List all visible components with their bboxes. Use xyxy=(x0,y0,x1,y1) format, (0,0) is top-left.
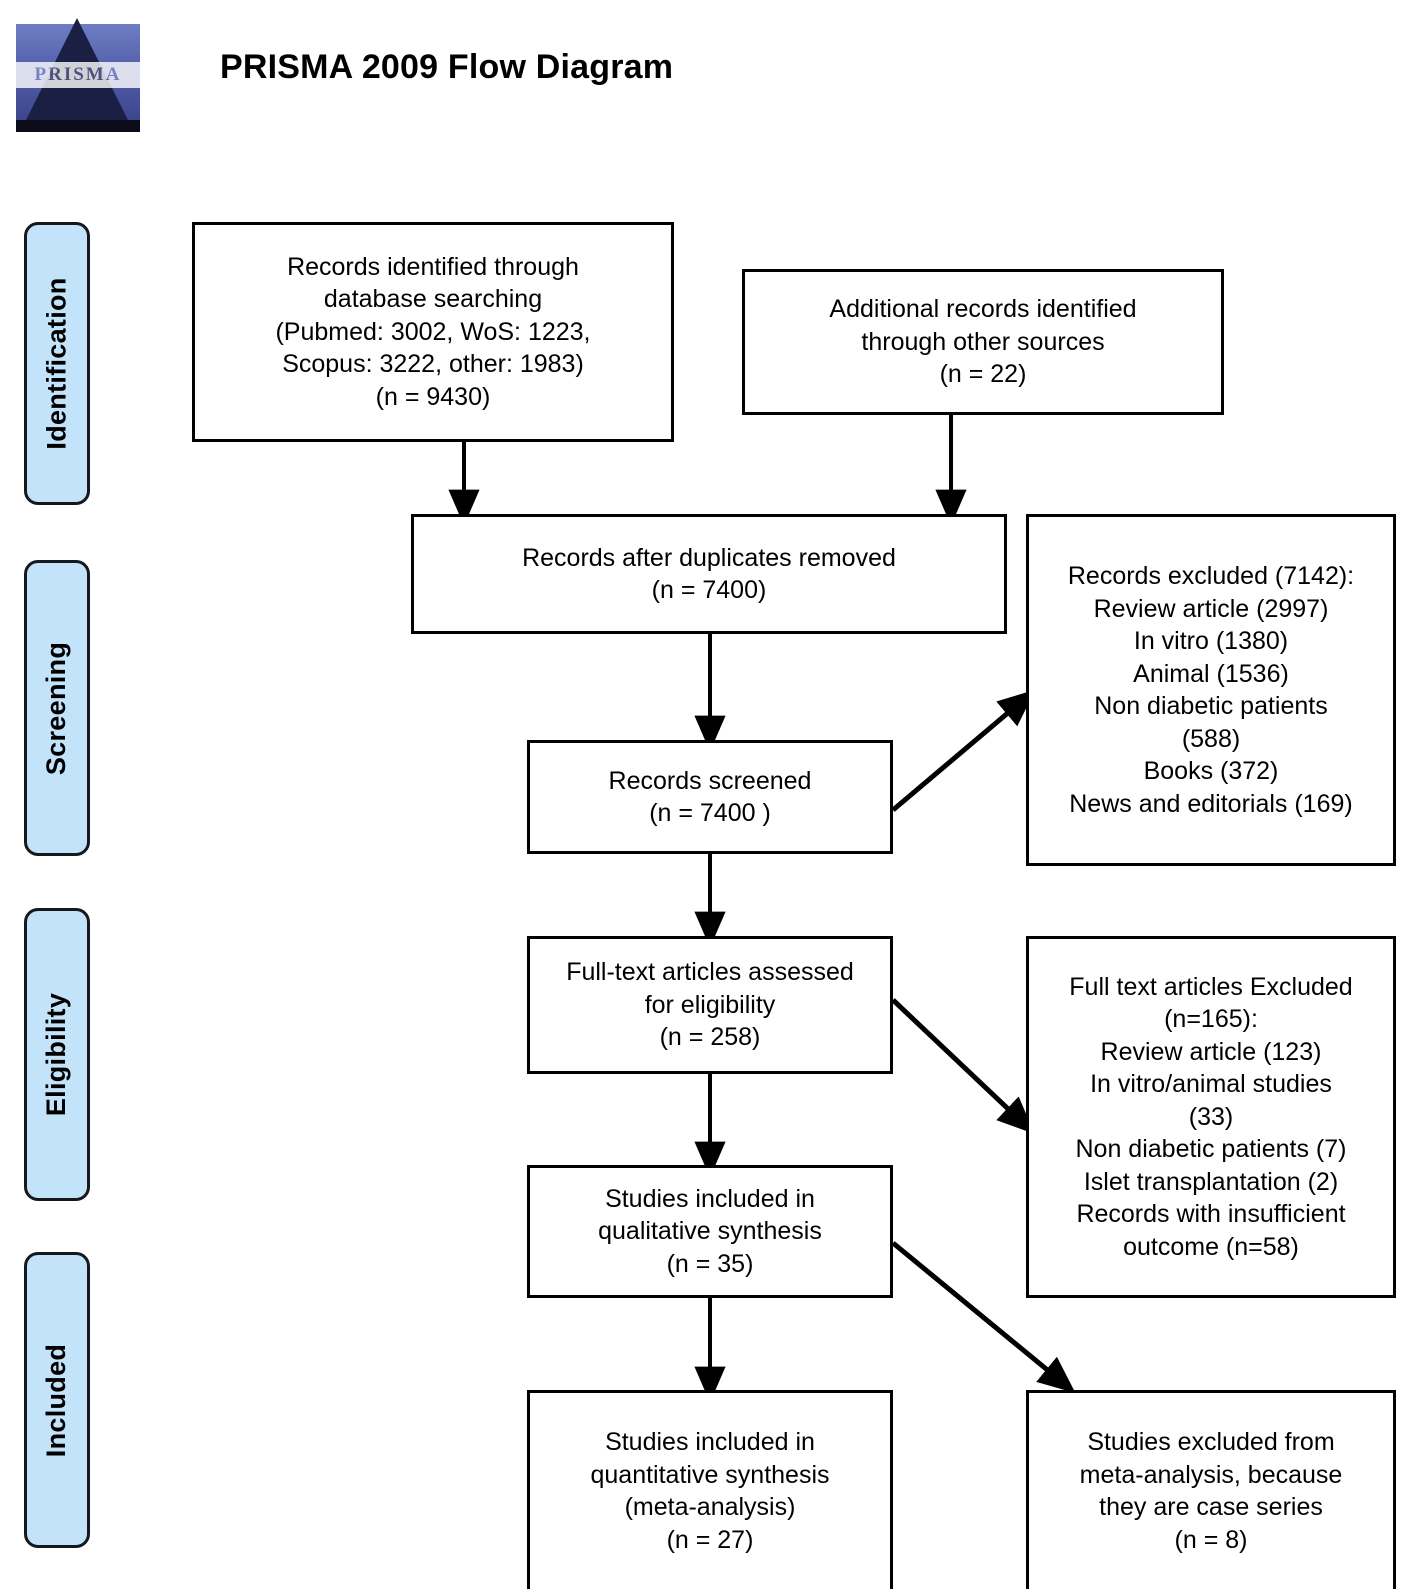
box-line: (n = 35) xyxy=(666,1249,754,1278)
box-line: through other sources xyxy=(861,327,1105,356)
box-records-identified-database: Records identified through database sear… xyxy=(192,222,674,442)
logo-base xyxy=(16,120,140,132)
box-line: (Pubmed: 3002, WoS: 1223, xyxy=(275,317,591,346)
box-additional-records-other-sources: Additional records identified through ot… xyxy=(742,269,1224,415)
box-line: Books (372) xyxy=(1143,757,1279,785)
stage-included: Included xyxy=(24,1252,90,1548)
box-line: Records screened xyxy=(608,766,812,795)
box-line: Studies excluded from xyxy=(1087,1428,1335,1456)
box-studies-excluded-meta-analysis: Studies excluded from meta-analysis, bec… xyxy=(1026,1390,1396,1589)
box-line: (n = 7400) xyxy=(651,576,767,604)
box-line: In vitro (1380) xyxy=(1133,627,1289,655)
box-records-screened: Records screened (n = 7400 ) xyxy=(527,740,893,854)
stage-label-included: Included xyxy=(41,1343,72,1457)
box-line: Animal (1536) xyxy=(1133,659,1289,688)
box-line: (n = 7400 ) xyxy=(649,799,771,827)
box-line: In vitro/animal studies xyxy=(1090,1070,1332,1099)
box-line: Full text articles Excluded xyxy=(1069,972,1353,1001)
box-line: (n = 8) xyxy=(1174,1525,1248,1554)
box-fulltext-excluded: Full text articles Excluded (n=165): Rev… xyxy=(1026,936,1396,1298)
box-line: (n = 27) xyxy=(666,1525,754,1554)
box-line: (n=165): xyxy=(1164,1005,1258,1034)
box-line: Islet transplantation (2) xyxy=(1083,1167,1339,1196)
box-line: for eligibility xyxy=(644,990,776,1019)
box-quantitative-synthesis: Studies included in quantitative synthes… xyxy=(527,1390,893,1589)
box-records-after-duplicates-removed: Records after duplicates removed (n = 74… xyxy=(411,514,1007,634)
box-line: News and editorials (169) xyxy=(1069,789,1353,818)
box-line: quantitative synthesis xyxy=(590,1460,830,1489)
box-line: Studies included in xyxy=(605,1428,815,1456)
box-records-excluded: Records excluded (7142): Review article … xyxy=(1026,514,1396,866)
stage-eligibility: Eligibility xyxy=(24,908,90,1201)
box-line: qualitative synthesis xyxy=(598,1217,822,1246)
stage-screening: Screening xyxy=(24,560,90,856)
box-line: Full-text articles assessed xyxy=(566,958,854,987)
stage-label-identification: Identification xyxy=(41,277,72,450)
box-line: outcome (n=58) xyxy=(1123,1232,1299,1261)
box-line: meta-analysis, because xyxy=(1079,1460,1343,1489)
box-line: (n = 258) xyxy=(659,1023,761,1052)
box-line: (meta-analysis) xyxy=(624,1493,796,1521)
stage-identification: Identification xyxy=(24,222,90,505)
box-line: Non diabetic patients xyxy=(1094,692,1328,720)
box-line: (n = 9430) xyxy=(375,382,491,411)
stage-label-screening: Screening xyxy=(41,641,72,775)
box-line: Additional records identified xyxy=(829,295,1137,324)
stage-label-eligibility: Eligibility xyxy=(41,992,72,1117)
box-fulltext-assessed: Full-text articles assessed for eligibil… xyxy=(527,936,893,1074)
box-line: Review article (123) xyxy=(1100,1037,1322,1066)
logo-wordmark: PRISMA xyxy=(12,62,144,88)
box-line: Records identified through xyxy=(287,252,579,281)
box-line: (33) xyxy=(1188,1102,1234,1131)
prisma-logo-icon: PRISMA xyxy=(8,10,148,134)
box-line: they are case series xyxy=(1099,1493,1323,1521)
box-line: Studies included in xyxy=(605,1184,815,1213)
box-line: Non diabetic patients (7) xyxy=(1075,1135,1347,1164)
box-line: (588) xyxy=(1181,724,1241,753)
box-line: (n = 22) xyxy=(939,360,1027,389)
box-line: Review article (2997) xyxy=(1093,594,1329,623)
box-line: Records excluded (7142): xyxy=(1067,562,1355,590)
box-line: Records after duplicates removed xyxy=(522,543,896,572)
box-line: Records with insufficient xyxy=(1076,1200,1346,1229)
box-qualitative-synthesis: Studies included in qualitative synthesi… xyxy=(527,1165,893,1298)
page-title: PRISMA 2009 Flow Diagram xyxy=(220,48,674,86)
box-line: database searching xyxy=(323,285,543,314)
box-line: Scopus: 3222, other: 1983) xyxy=(282,350,584,379)
